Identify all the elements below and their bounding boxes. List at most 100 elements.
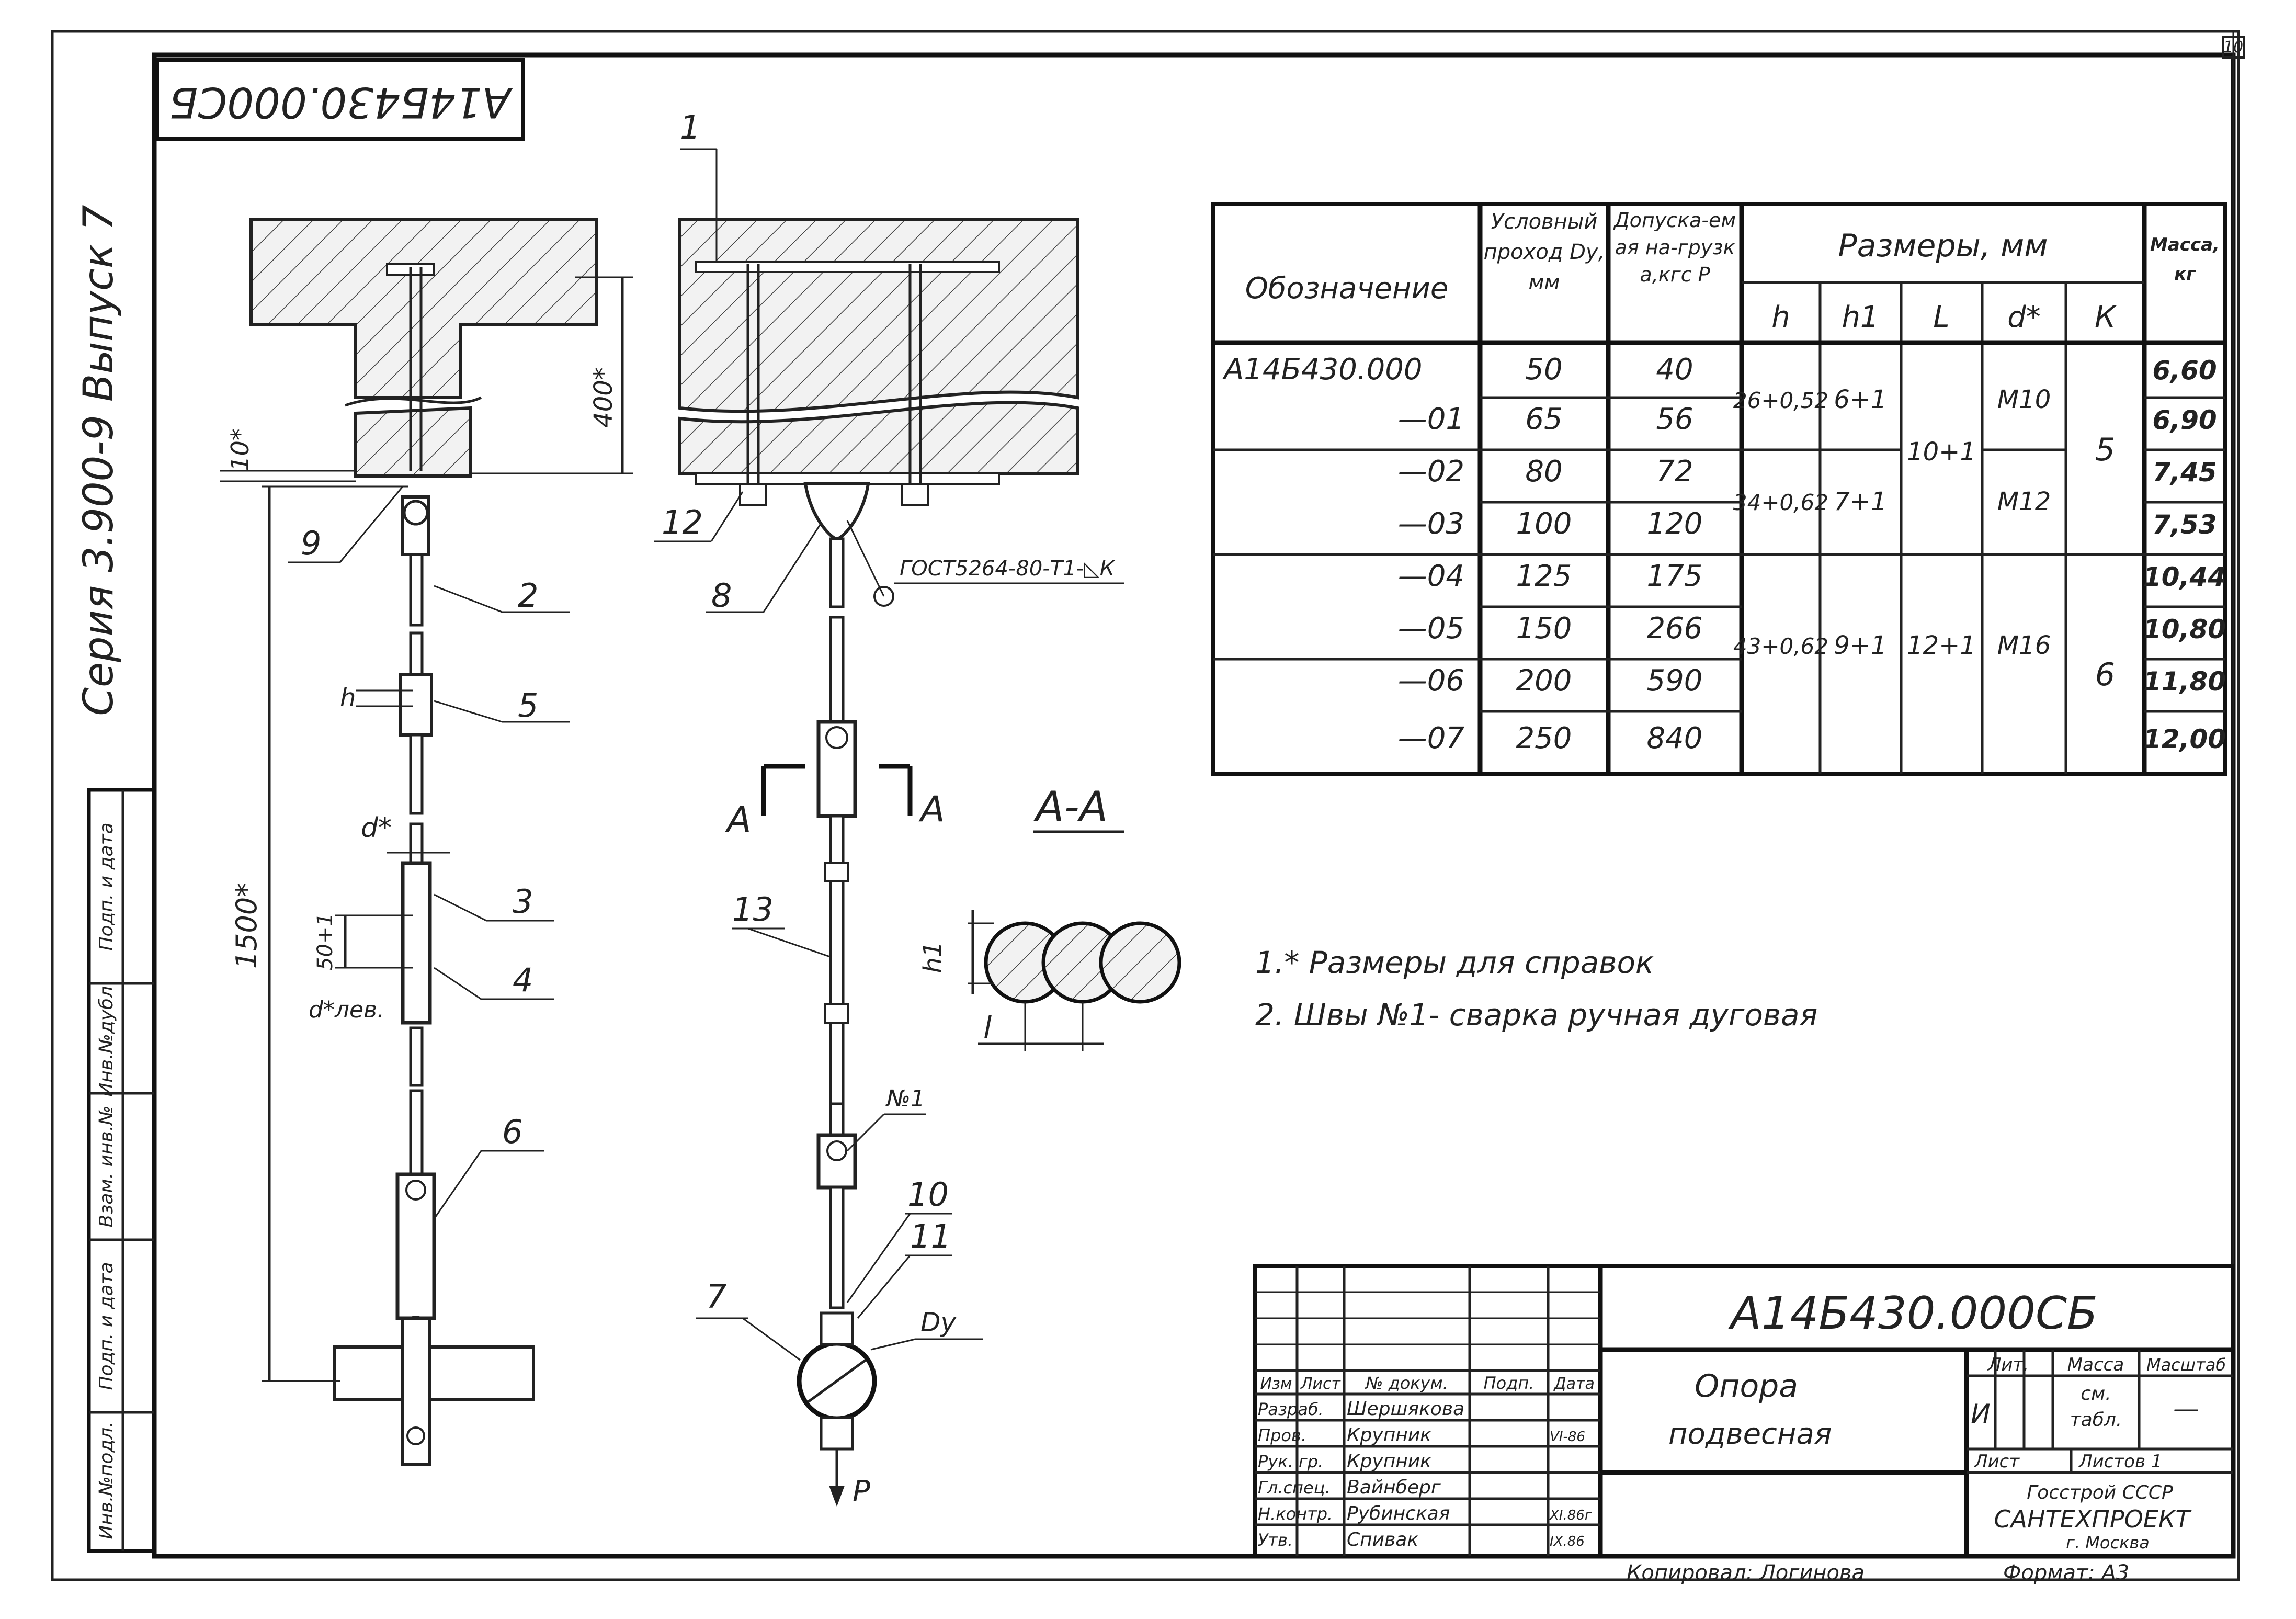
cell-l: 10+1: [1907, 437, 1976, 467]
cell-load: 175: [1647, 559, 1703, 593]
callout-5: 5: [518, 686, 538, 724]
tb-mass-label: Масса: [2067, 1354, 2124, 1375]
tb-person: Крупник: [1347, 1451, 1431, 1472]
th-h1: h1: [1842, 300, 1879, 334]
callout-7: 7: [706, 1277, 726, 1316]
strip-label: Подп. и дата: [96, 822, 117, 950]
tb-name-2: подвесная: [1668, 1417, 1832, 1451]
cell-dy: 80: [1525, 455, 1562, 489]
title-block: Изм Лист № докум. Подп. Дата Разраб.Шерш…: [1253, 1264, 2235, 1558]
tb-date: VI-86: [1550, 1429, 1585, 1445]
cell-d: М16: [1997, 631, 2051, 660]
cell-mass: 12,00: [2143, 724, 2226, 754]
cell-load: 590: [1647, 664, 1703, 698]
dim-50: 50+1: [313, 913, 337, 970]
tb-person: Рубинская: [1347, 1503, 1450, 1524]
th-designation: Обозначение: [1245, 271, 1449, 305]
tb-col-sign: Подп.: [1484, 1373, 1535, 1393]
cell-k: 6: [2095, 656, 2115, 693]
callout-8: 8: [711, 576, 732, 615]
tb-date: IX.86: [1550, 1534, 1585, 1549]
tb-person: Спивак: [1347, 1529, 1418, 1550]
cell-designation: —04: [1398, 559, 1464, 593]
copied-by: Копировал: Логинова: [1627, 1561, 1865, 1585]
cell-h: 43+0,62: [1733, 633, 1828, 659]
th-load: Допуска-емая на-грузка,кгс P: [1613, 209, 1736, 286]
left-view: 400* 10* 1500* h d*: [220, 218, 633, 1466]
cell-designation: —07: [1398, 721, 1465, 755]
cell-d: М12: [1997, 487, 2051, 516]
note-2: 2. Швы №1- сварка ручная дуговая: [1255, 997, 1817, 1033]
callout-9: 9: [301, 524, 321, 562]
th-nominal-bore: Условный проход Dу, мм: [1483, 210, 1605, 295]
th-h: h: [1771, 300, 1790, 334]
tb-org-1: Госстрой СССР: [2027, 1482, 2173, 1503]
callout-6: 6: [502, 1113, 522, 1151]
cell-load: 120: [1647, 507, 1703, 541]
tb-date: XI.86г: [1549, 1508, 1592, 1523]
cell-h1: 7+1: [1834, 487, 1886, 516]
cell-d: М10: [1997, 385, 2051, 414]
cell-mass: 10,80: [2143, 614, 2226, 644]
cell-load: 840: [1647, 721, 1703, 755]
tb-role: Разраб.: [1258, 1399, 1324, 1419]
tb-col-izm: Изм: [1260, 1375, 1292, 1393]
cell-mass: 6,60: [2152, 355, 2217, 386]
stamp-box: [155, 58, 525, 141]
tb-person: Крупник: [1347, 1424, 1431, 1446]
weld-note: ГОСТ5264-80-Т1-◺К: [900, 557, 1116, 581]
cell-dy: 150: [1516, 612, 1572, 646]
cell-mass: 7,53: [2152, 510, 2217, 540]
tb-name-1: Опора: [1695, 1368, 1798, 1405]
cell-load: 72: [1656, 455, 1693, 489]
strip-label: Подп. и дата: [96, 1262, 117, 1390]
format: Формат: А3: [2003, 1561, 2129, 1585]
middle-view: P Dу А А ГОСТ5264-80-Т1-◺К 1 12 8 13 №1 …: [654, 108, 1124, 1509]
cell-designation: —05: [1398, 612, 1464, 646]
dim-p: P: [853, 1475, 870, 1509]
tb-org-3: г. Москва: [2066, 1533, 2150, 1553]
cell-load: 56: [1656, 402, 1693, 436]
callout-13: 13: [732, 890, 774, 929]
th-k: К: [2095, 300, 2117, 334]
series-label: Серия 3.900-9 Выпуск 7: [75, 205, 122, 716]
dim-l: l: [983, 1010, 992, 1046]
tb-person: Вайнберг: [1347, 1477, 1441, 1498]
cell-designation: —03: [1398, 507, 1464, 541]
cell-h1: 6+1: [1834, 385, 1886, 414]
cell-h1: 9+1: [1834, 631, 1886, 660]
tb-role: Утв.: [1258, 1530, 1293, 1550]
section-a-right: А: [918, 789, 945, 830]
cell-mass: 11,80: [2143, 666, 2226, 697]
cell-dy: 100: [1516, 507, 1572, 541]
cell-dy: 200: [1516, 664, 1572, 698]
dim-400: 400*: [589, 367, 618, 428]
cell-designation: А14Б430.000: [1222, 353, 1423, 387]
tb-scale-label: Масштаб: [2146, 1355, 2226, 1375]
callout-1: 1: [680, 108, 700, 146]
sheet-number-box: [2222, 36, 2245, 59]
tb-lit-value: И: [1971, 1399, 1990, 1429]
cell-dy: 65: [1525, 402, 1562, 436]
tb-sheet-label: Лист: [1973, 1451, 2020, 1472]
sheet-number: 10: [2223, 38, 2243, 56]
dim-h: h: [340, 683, 356, 712]
stamp-code: А14Б430.000СБ: [169, 78, 514, 127]
tb-col-doc: № докум.: [1365, 1373, 1448, 1393]
section-a-left: А: [725, 799, 752, 841]
tb-role: Н.контр.: [1258, 1504, 1333, 1524]
cell-dy: 125: [1516, 559, 1572, 593]
th-d: d*: [2007, 300, 2041, 334]
tb-doc-code: А14Б430.000СБ: [1728, 1287, 2098, 1340]
dim-dlev: d*лев.: [309, 997, 384, 1023]
tb-org-2: САНТЕХПРОЕКТ: [1994, 1505, 2192, 1533]
cell-dy: 250: [1516, 721, 1572, 755]
callout-11: 11: [910, 1217, 951, 1255]
th-l: L: [1933, 300, 1949, 334]
th-sizes: Размеры, мм: [1838, 228, 2048, 264]
spec-table: Обозначение Условный проход Dу, мм Допус…: [1211, 202, 2227, 776]
callout-3: 3: [513, 882, 533, 921]
weld-no: №1: [885, 1085, 925, 1112]
